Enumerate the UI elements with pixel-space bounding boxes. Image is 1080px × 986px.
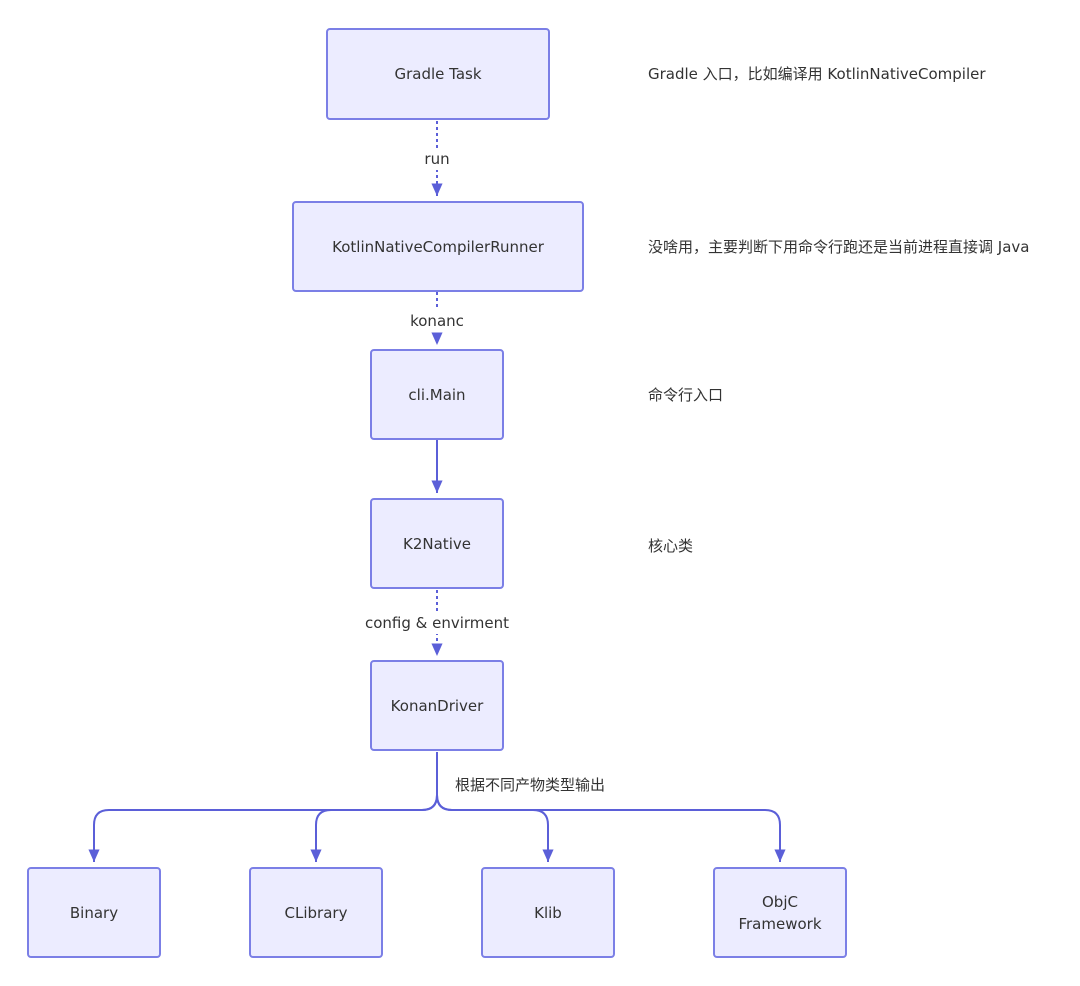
node-objc-framework: ObjC Framework	[713, 867, 847, 958]
node-konan-driver-label: KonanDriver	[390, 696, 484, 715]
edge-label-konanc: konanc	[406, 310, 468, 332]
node-cli-main: cli.Main	[370, 349, 504, 440]
note-k2native: 核心类	[648, 537, 694, 555]
note-gradle-task: Gradle 入口，比如编译用 KotlinNativeCompiler	[648, 65, 986, 83]
node-k2native: K2Native	[370, 498, 504, 589]
node-gradle-task: Gradle Task	[326, 28, 550, 120]
note-cli-main: 命令行入口	[648, 386, 724, 404]
edge-to-klib	[436, 794, 554, 862]
node-cli-main-label: cli.Main	[408, 385, 466, 404]
edge-label-config: config & envirment	[360, 612, 514, 634]
edge-label-run: run	[420, 148, 454, 170]
node-binary-label: Binary	[69, 903, 119, 922]
node-runner-label: KotlinNativeCompilerRunner	[332, 237, 544, 256]
node-gradle-task-label: Gradle Task	[394, 65, 482, 83]
node-clibrary: CLibrary	[249, 867, 383, 958]
node-klib: Klib	[481, 867, 615, 958]
edge-to-clibrary	[310, 794, 438, 862]
node-kotlin-native-compiler-runner: KotlinNativeCompilerRunner	[292, 201, 584, 292]
node-clibrary-label: CLibrary	[284, 903, 348, 922]
node-konan-driver: KonanDriver	[370, 660, 504, 751]
edge-to-binary	[88, 794, 438, 862]
note-runner: 没啥用，主要判断下用命令行跑还是当前进程直接调 Java	[648, 238, 1030, 256]
node-objc-framework-label-line1: ObjC	[762, 892, 798, 911]
node-k2native-label: K2Native	[403, 534, 471, 553]
edge-label-outputs: 根据不同产物类型输出	[455, 776, 606, 794]
node-objc-framework-label-line2: Framework	[738, 914, 822, 933]
node-klib-label: Klib	[534, 903, 562, 922]
node-binary: Binary	[27, 867, 161, 958]
edge-to-objc	[436, 794, 786, 862]
